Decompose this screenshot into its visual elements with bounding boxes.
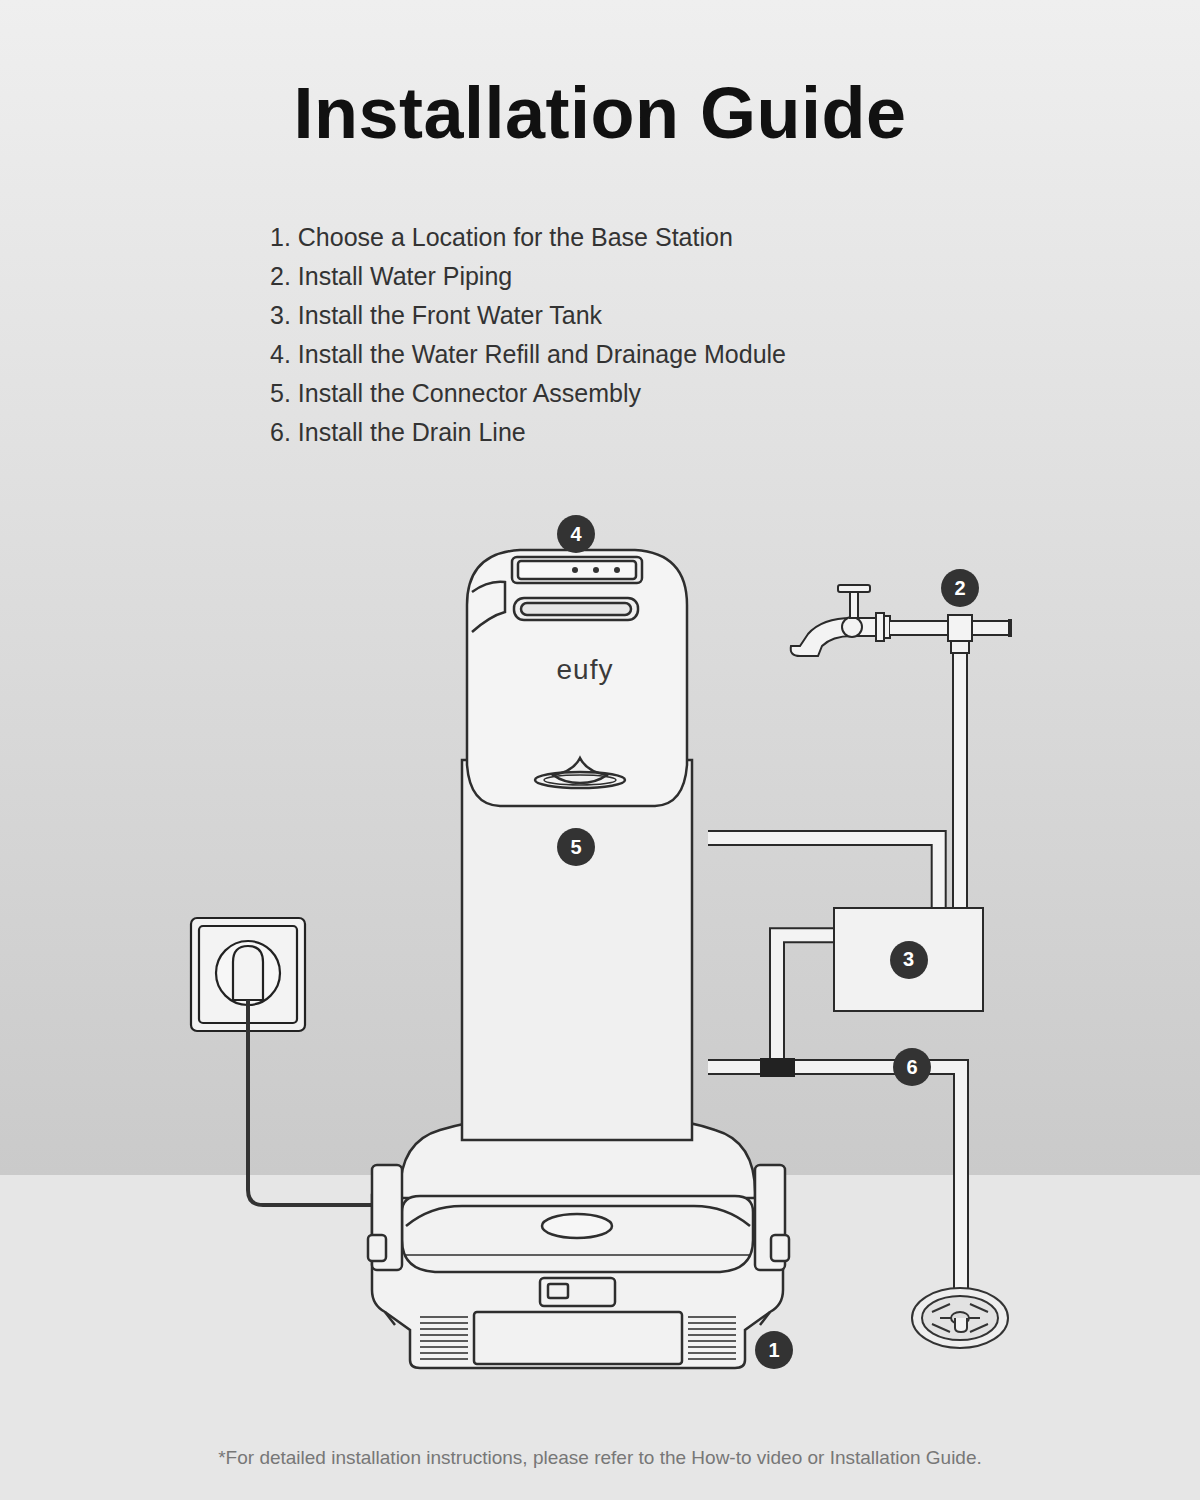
callout-number: 5 — [557, 828, 595, 866]
base-station-dock — [385, 1312, 770, 1325]
pipe-outline — [708, 935, 833, 1067]
power-outlet — [233, 946, 263, 1000]
base-station-dock — [474, 1312, 682, 1364]
water-pipe — [890, 615, 1012, 907]
base-station-tower — [462, 760, 692, 1140]
drain-pipe — [795, 1067, 961, 1325]
base-station-dock — [540, 1278, 615, 1306]
base-station-tower — [512, 557, 642, 583]
floor-drain — [912, 1288, 1008, 1348]
base-station-dock — [688, 1315, 736, 1360]
water-pipe — [951, 641, 969, 653]
pipe-outline — [708, 838, 939, 907]
base-station-tower — [614, 567, 620, 573]
step-item: 3. Install the Front Water Tank — [270, 301, 602, 330]
base-station-tower — [521, 603, 631, 615]
callout-number: 2 — [941, 569, 979, 607]
water-tank-box: 3 — [833, 907, 984, 1012]
water-pipe — [948, 615, 972, 641]
base-station-dock — [548, 1284, 568, 1298]
floor — [0, 1175, 1200, 1500]
power-outlet — [191, 918, 374, 1205]
base-station-dock — [368, 1119, 789, 1368]
step-item: 4. Install the Water Refill and Drainage… — [270, 340, 786, 369]
base-station-dock — [420, 1315, 468, 1360]
step-item: 1. Choose a Location for the Base Statio… — [270, 223, 733, 252]
base-station-dock — [372, 1195, 783, 1368]
base-station-dock — [771, 1235, 789, 1261]
faucet — [791, 618, 880, 656]
faucet — [876, 613, 884, 641]
base-station-tower — [544, 775, 616, 785]
floor-drain — [922, 1296, 998, 1340]
step-item: 2. Install Water Piping — [270, 262, 512, 291]
base-station-tower — [462, 550, 692, 1140]
drain-pipe — [795, 1067, 961, 1325]
brand-logo: eufy — [462, 654, 708, 686]
water-pipe — [952, 636, 968, 907]
title: Installation Guide — [0, 72, 1200, 154]
power-outlet — [216, 941, 280, 1005]
water-pipe — [708, 838, 939, 907]
base-station-tower — [518, 561, 636, 579]
base-station: eufy — [462, 548, 708, 1140]
caption: *For detailed installation instructions,… — [0, 1447, 1200, 1469]
faucet — [838, 585, 870, 592]
floor-drain — [932, 1304, 988, 1332]
base-station-dock — [368, 1235, 386, 1261]
callout-number: 1 — [755, 1331, 793, 1369]
base-station-tower — [553, 758, 607, 783]
step-item: 5. Install the Connector Assembly — [270, 379, 641, 408]
base-station-dock — [405, 1254, 750, 1256]
floor-drain — [912, 1288, 1008, 1348]
water-pipe — [708, 935, 833, 1067]
step-item: 6. Install the Drain Line — [270, 418, 526, 447]
callout-number: 3 — [890, 941, 928, 979]
water-pipe — [954, 636, 966, 907]
callout-number: 6 — [893, 1048, 931, 1086]
power-outlet — [248, 1000, 374, 1205]
base-station-dock — [402, 1196, 753, 1272]
pipe-fill — [708, 838, 939, 907]
base-station-tower — [593, 567, 599, 573]
water-pipe — [1008, 619, 1012, 637]
base-station-dock — [542, 1214, 612, 1238]
faucet — [850, 592, 858, 618]
drain-pipe — [795, 1067, 961, 1325]
pipe-fill — [708, 935, 833, 1067]
callout-number: 4 — [557, 515, 595, 553]
floor-drain — [955, 1318, 967, 1332]
tee-fitting — [760, 1058, 795, 1077]
base-station-tower — [472, 582, 505, 632]
faucet — [842, 617, 862, 637]
base-station-tower — [535, 772, 625, 788]
faucet — [791, 585, 890, 656]
wall — [0, 0, 1200, 1175]
base-station-tower — [514, 598, 638, 620]
base-station-tower — [572, 567, 578, 573]
faucet — [884, 616, 890, 638]
